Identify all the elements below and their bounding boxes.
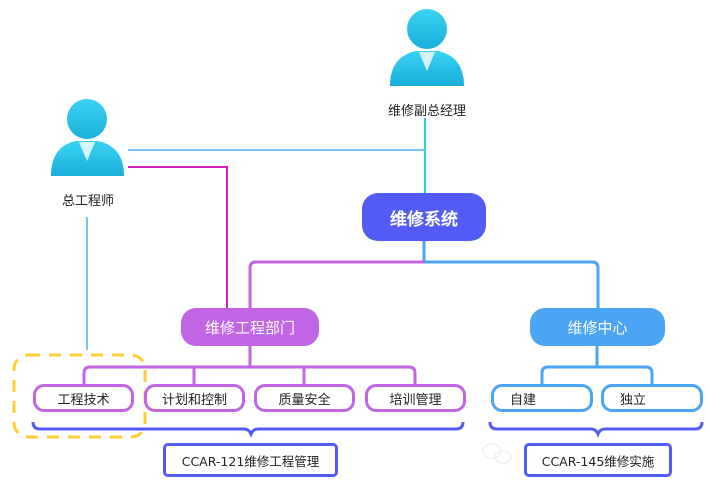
leaf-node-training[interactable]: 培训管理 (365, 384, 466, 412)
root-node-label: 维修系统 (390, 209, 458, 230)
leaf-node-label: 自建 (510, 392, 537, 408)
bracket-center (488, 421, 704, 439)
standard-box-ccar145[interactable]: CCAR-145维修实施 (524, 443, 672, 477)
chief-engineer-label: 总工程师 (61, 194, 114, 209)
standard-box-label: CCAR-145维修实施 (541, 453, 655, 469)
connector-center-branches (540, 365, 654, 384)
leaf-node-quality-safety[interactable]: 质量安全 (254, 384, 355, 412)
leaf-node-label: 质量安全 (278, 392, 331, 408)
leaf-node-label: 培训管理 (389, 392, 442, 408)
deputy-gm-label: 维修副总经理 (387, 104, 466, 119)
person-icon (390, 9, 464, 86)
root-node-maintenance-system[interactable]: 维修系统 (362, 193, 486, 241)
connector-root-to-engineering (248, 260, 424, 308)
dept-node-center[interactable]: 维修中心 (530, 308, 665, 346)
bracket-engineering (31, 421, 465, 439)
dept-node-label: 维修工程部门 (204, 318, 295, 337)
dept-node-engineering[interactable]: 维修工程部门 (181, 308, 319, 346)
connector-root-to-center (424, 260, 600, 308)
person-icon (51, 99, 124, 176)
leaf-node-label: 工程技术 (57, 392, 110, 408)
leaf-node-independent[interactable]: 独立 (601, 384, 703, 412)
leaf-node-engineering-tech[interactable]: 工程技术 (33, 384, 134, 412)
watermark-icon (482, 443, 512, 464)
leaf-node-planning-control[interactable]: 计划和控制 (144, 384, 245, 412)
leaf-node-self-built[interactable]: 自建 (491, 384, 593, 412)
dept-node-label: 维修中心 (567, 318, 628, 337)
standard-box-ccar121[interactable]: CCAR-121维修工程管理 (163, 443, 338, 477)
standard-box-label: CCAR-121维修工程管理 (181, 453, 320, 469)
connector-engineering-branches (82, 365, 417, 384)
leaf-node-label: 计划和控制 (161, 392, 227, 408)
leaf-node-label: 独立 (620, 392, 647, 408)
connector-chief-to-engineering (128, 166, 228, 308)
